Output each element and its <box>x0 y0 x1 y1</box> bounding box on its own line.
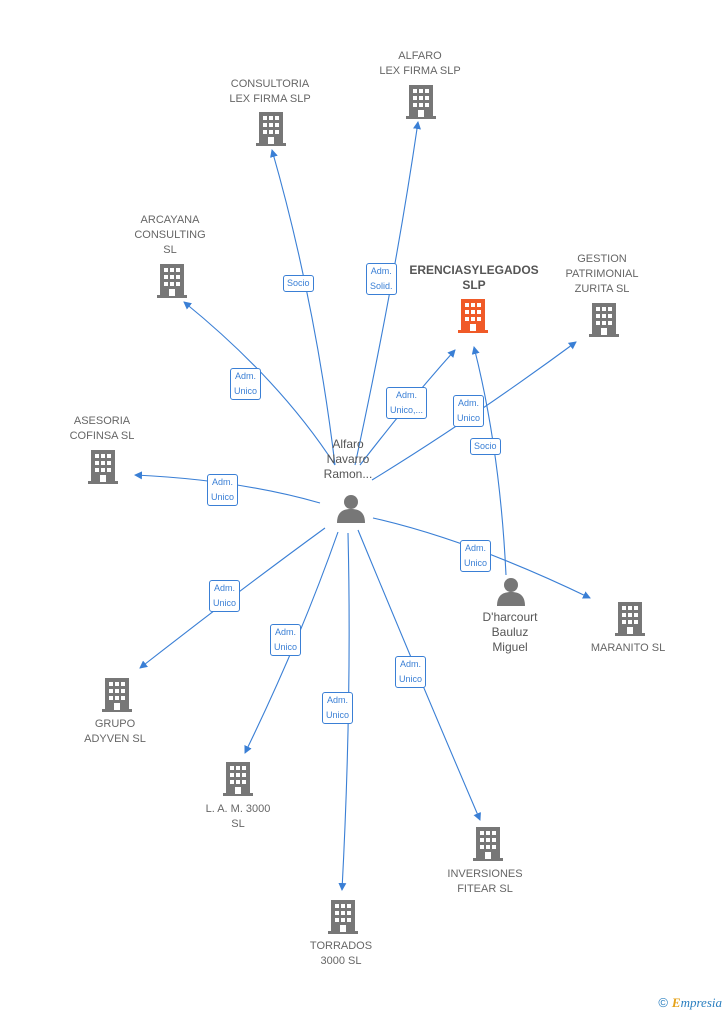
edge-label-dharcourt-center: Socio <box>470 438 501 455</box>
edge-label-inversiones: Adm. Unico <box>395 656 427 688</box>
person-label-dharcourt[interactable]: D'harcourt Bauluz Miguel <box>482 610 538 654</box>
company-label-arcayana[interactable]: ARCAYANA CONSULTING SL <box>134 214 206 256</box>
company-label-alfaro-lex[interactable]: ALFARO LEX FIRMA SLP <box>379 50 461 77</box>
edge-dharcourt-center <box>471 346 507 576</box>
brand-name: mpresia <box>680 995 722 1010</box>
edge-label-alfaro-lex: Adm. Solid. <box>366 263 397 295</box>
edge-label-consultoria: Socio <box>283 275 314 292</box>
edge-arcayana <box>183 301 336 466</box>
building-icon <box>157 264 187 298</box>
building-icon <box>88 450 118 484</box>
edge-label-center: Adm. Unico,... <box>386 387 428 419</box>
edge-label-gestion: Adm. Unico <box>453 395 485 427</box>
edge-label-lam: Adm. Unico <box>270 624 302 656</box>
building-icon <box>256 112 286 146</box>
building-icon <box>473 827 503 861</box>
edge-label-torrados: Adm. Unico <box>322 692 354 724</box>
building-icon <box>328 900 358 934</box>
building-icon <box>406 85 436 119</box>
edge-label-maranito: Adm. Unico <box>460 540 492 572</box>
company-label-inversiones[interactable]: INVERSIONES FITEAR SL <box>447 868 523 895</box>
company-label-asesoria[interactable]: ASESORIA COFINSA SL <box>69 415 135 442</box>
brand-initial: E <box>671 995 681 1010</box>
company-label-gestion[interactable]: GESTION PATRIMONIAL ZURITA SL <box>565 253 639 295</box>
edge-label-arcayana: Adm. Unico <box>230 368 262 400</box>
copyright-symbol: © <box>658 995 668 1010</box>
building-icon <box>589 303 619 337</box>
person-label-alfaro[interactable]: Alfaro Navarro Ramon... <box>323 437 373 481</box>
company-label-grupo[interactable]: GRUPO ADYVEN SL <box>84 718 146 745</box>
building-icon <box>615 602 645 636</box>
company-label-consultoria[interactable]: CONSULTORIA LEX FIRMA SLP <box>229 78 311 105</box>
edge-consultoria <box>270 149 336 466</box>
company-label-torrados[interactable]: TORRADOS 3000 SL <box>309 940 373 967</box>
person-icon <box>497 578 525 606</box>
edge-label-grupo: Adm. Unico <box>209 580 241 612</box>
center-company-label[interactable]: ERENCIASYLEGADOS SLP <box>409 263 539 292</box>
building-icon <box>458 299 488 333</box>
building-icon <box>102 678 132 712</box>
company-label-maranito[interactable]: MARANITO SL <box>590 642 666 654</box>
edge-label-asesoria: Adm. Unico <box>207 474 239 506</box>
footer-brand: ©Empresia <box>658 995 722 1011</box>
person-icon <box>337 495 365 523</box>
building-icon <box>223 762 253 796</box>
company-label-lam[interactable]: L. A. M. 3000 SL <box>205 803 271 830</box>
